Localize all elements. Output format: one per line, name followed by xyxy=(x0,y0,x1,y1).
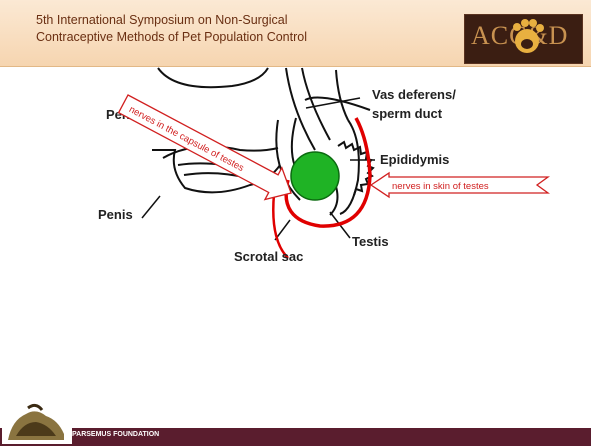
label-epididymis: Epididymis xyxy=(380,152,449,167)
callout-skin: nerves in skin of testes xyxy=(371,173,548,197)
foundation-logo-icon xyxy=(2,400,72,444)
callout-skin-text: nerves in skin of testes xyxy=(392,181,489,192)
footer-text: PARSEMUS FOUNDATION xyxy=(72,431,159,438)
label-vas-deferens-line2: sperm duct xyxy=(372,106,443,121)
label-vas-deferens-line1: Vas deferens/ xyxy=(372,87,456,102)
label-testis: Testis xyxy=(352,234,389,249)
testis-circle xyxy=(291,152,339,200)
label-penis-lower: Penis xyxy=(98,207,133,222)
label-scrotal-sac: Scrotal sac xyxy=(234,249,303,264)
